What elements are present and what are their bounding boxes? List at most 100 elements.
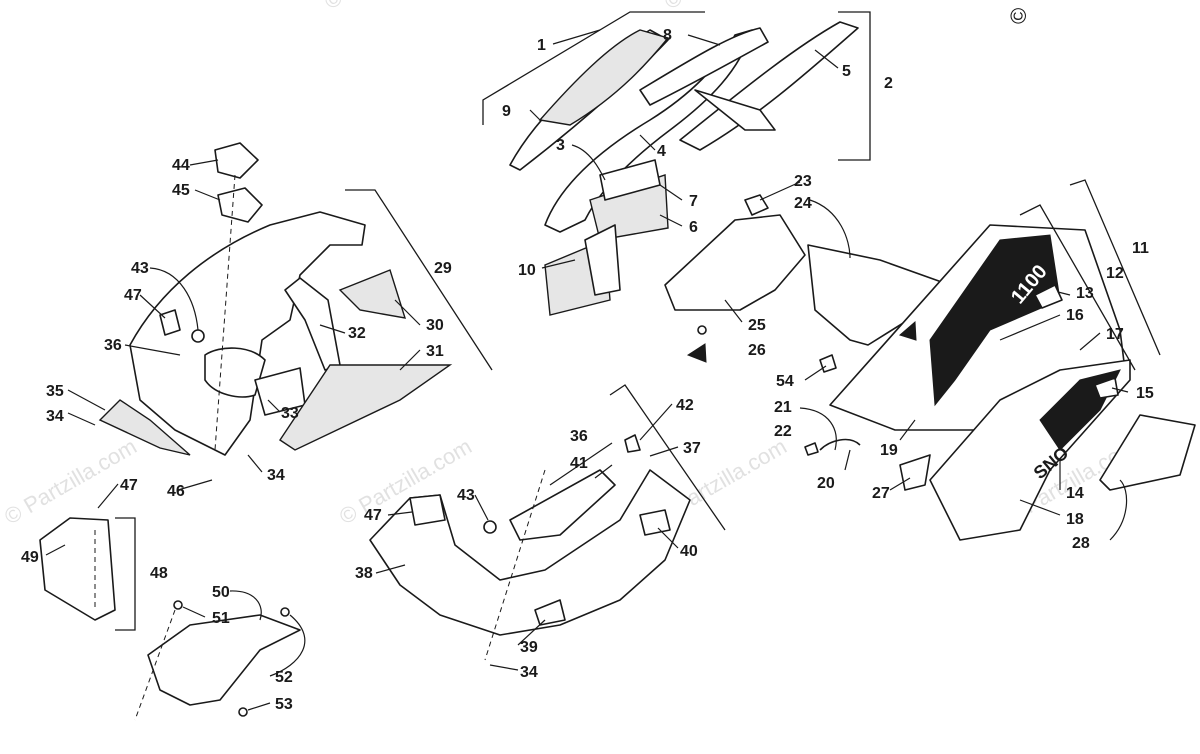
hood-decal-31 xyxy=(279,364,453,451)
leader-36 xyxy=(124,344,181,356)
callout-1: 1 xyxy=(537,37,546,54)
callout-9: 9 xyxy=(502,103,511,120)
leader-38 xyxy=(375,564,406,574)
leader-50 xyxy=(229,590,262,621)
callout-31: 31 xyxy=(426,343,444,360)
clip-23 xyxy=(744,194,769,216)
decal-11-graphic xyxy=(929,234,1061,407)
belly-pan-assembly xyxy=(369,384,726,661)
callout-19: 19 xyxy=(880,442,898,459)
bracket-4 xyxy=(694,89,776,131)
leader-37 xyxy=(649,446,679,457)
bolt-47 xyxy=(159,309,181,336)
leader-42 xyxy=(639,403,673,441)
leader-18 xyxy=(1019,499,1061,516)
grommet-43-b xyxy=(483,520,497,534)
callout-5: 5 xyxy=(842,63,851,80)
leader-47-b xyxy=(387,511,413,516)
panel-40 xyxy=(639,509,671,536)
side-panel-assembly: 1100 SNO xyxy=(804,179,1196,541)
callout-32: 32 xyxy=(348,325,366,342)
leader-9 xyxy=(529,109,541,121)
leader-34-b xyxy=(247,454,263,473)
leader-40 xyxy=(657,527,679,549)
callout-33: 33 xyxy=(281,405,299,422)
hood-decal-30 xyxy=(338,269,407,319)
bracket-48 xyxy=(115,517,136,631)
leader-24 xyxy=(809,199,851,259)
leader-17 xyxy=(1079,332,1101,351)
dash-leader xyxy=(214,174,236,451)
vent-assembly xyxy=(39,517,301,721)
leader-23 xyxy=(759,181,801,201)
leader-10 xyxy=(541,259,576,269)
bracket-line-1 xyxy=(482,11,705,125)
leader-53 xyxy=(247,702,271,711)
bracket-11 xyxy=(1069,179,1161,356)
leader-6 xyxy=(659,214,683,227)
callout-48: 48 xyxy=(150,565,168,582)
callout-12: 12 xyxy=(1106,265,1124,282)
vent-cover-45 xyxy=(217,187,263,223)
console-25 xyxy=(664,214,806,311)
callout-13: 13 xyxy=(1076,285,1094,302)
leader-7 xyxy=(659,184,683,201)
callout-17: 17 xyxy=(1106,326,1124,343)
leader-46 xyxy=(177,479,213,491)
callout-8: 8 xyxy=(663,27,672,44)
arrow-marker xyxy=(898,320,917,341)
leader-41 xyxy=(594,464,613,479)
leader-47 xyxy=(139,294,166,319)
vent-28 xyxy=(1099,414,1196,491)
clip-13 xyxy=(1034,284,1063,309)
callout-43: 43 xyxy=(131,260,149,277)
leader-4 xyxy=(639,134,656,151)
callout-14: 14 xyxy=(1066,485,1084,502)
belly-pan-38 xyxy=(369,469,691,636)
screw-53 xyxy=(238,707,248,717)
callout-38: 38 xyxy=(355,565,373,582)
callout-34: 34 xyxy=(46,408,64,425)
leader-19 xyxy=(899,419,916,441)
grommet-43 xyxy=(191,329,205,343)
callout-36: 36 xyxy=(104,337,122,354)
hood-vent-opening xyxy=(204,347,266,398)
windshield-assembly xyxy=(509,21,859,316)
arrow-marker-26 xyxy=(686,343,707,363)
rivet-52 xyxy=(280,607,290,617)
leader-15 xyxy=(1111,387,1129,393)
copyright-mark: © xyxy=(1006,8,1031,24)
leader-43 xyxy=(149,267,199,331)
watermark-text: © Partzilla.com xyxy=(320,0,461,14)
duct-50 xyxy=(147,614,301,706)
vent-duct-49 xyxy=(39,517,116,621)
trim-8 xyxy=(639,27,769,106)
callout-42: 42 xyxy=(676,397,694,414)
clip-54 xyxy=(819,354,837,373)
leader-1 xyxy=(552,29,601,45)
callout-52: 52 xyxy=(275,669,293,686)
leader-lines xyxy=(45,29,1129,711)
callout-54: 54 xyxy=(776,373,794,390)
bracket-29 xyxy=(345,189,493,371)
leader-25 xyxy=(724,299,743,323)
callout-47: 47 xyxy=(124,287,142,304)
bracket-36 xyxy=(609,384,726,531)
leader-16 xyxy=(999,314,1061,341)
bracket-47-mount xyxy=(409,494,446,526)
leader-3 xyxy=(571,144,606,181)
leader-5 xyxy=(814,49,839,69)
callout-47: 47 xyxy=(364,507,382,524)
callout-34: 34 xyxy=(267,467,285,484)
callout-50: 50 xyxy=(212,584,230,601)
clip-15 xyxy=(1094,377,1119,399)
callout-34: 34 xyxy=(520,664,538,681)
callout-46: 46 xyxy=(167,483,185,500)
callout-49: 49 xyxy=(21,549,39,566)
bracket-12 xyxy=(1019,204,1136,371)
hood-trim-32 xyxy=(284,277,341,371)
callout-51: 51 xyxy=(212,610,230,627)
callout-25: 25 xyxy=(748,317,766,334)
callout-4: 4 xyxy=(657,143,666,160)
